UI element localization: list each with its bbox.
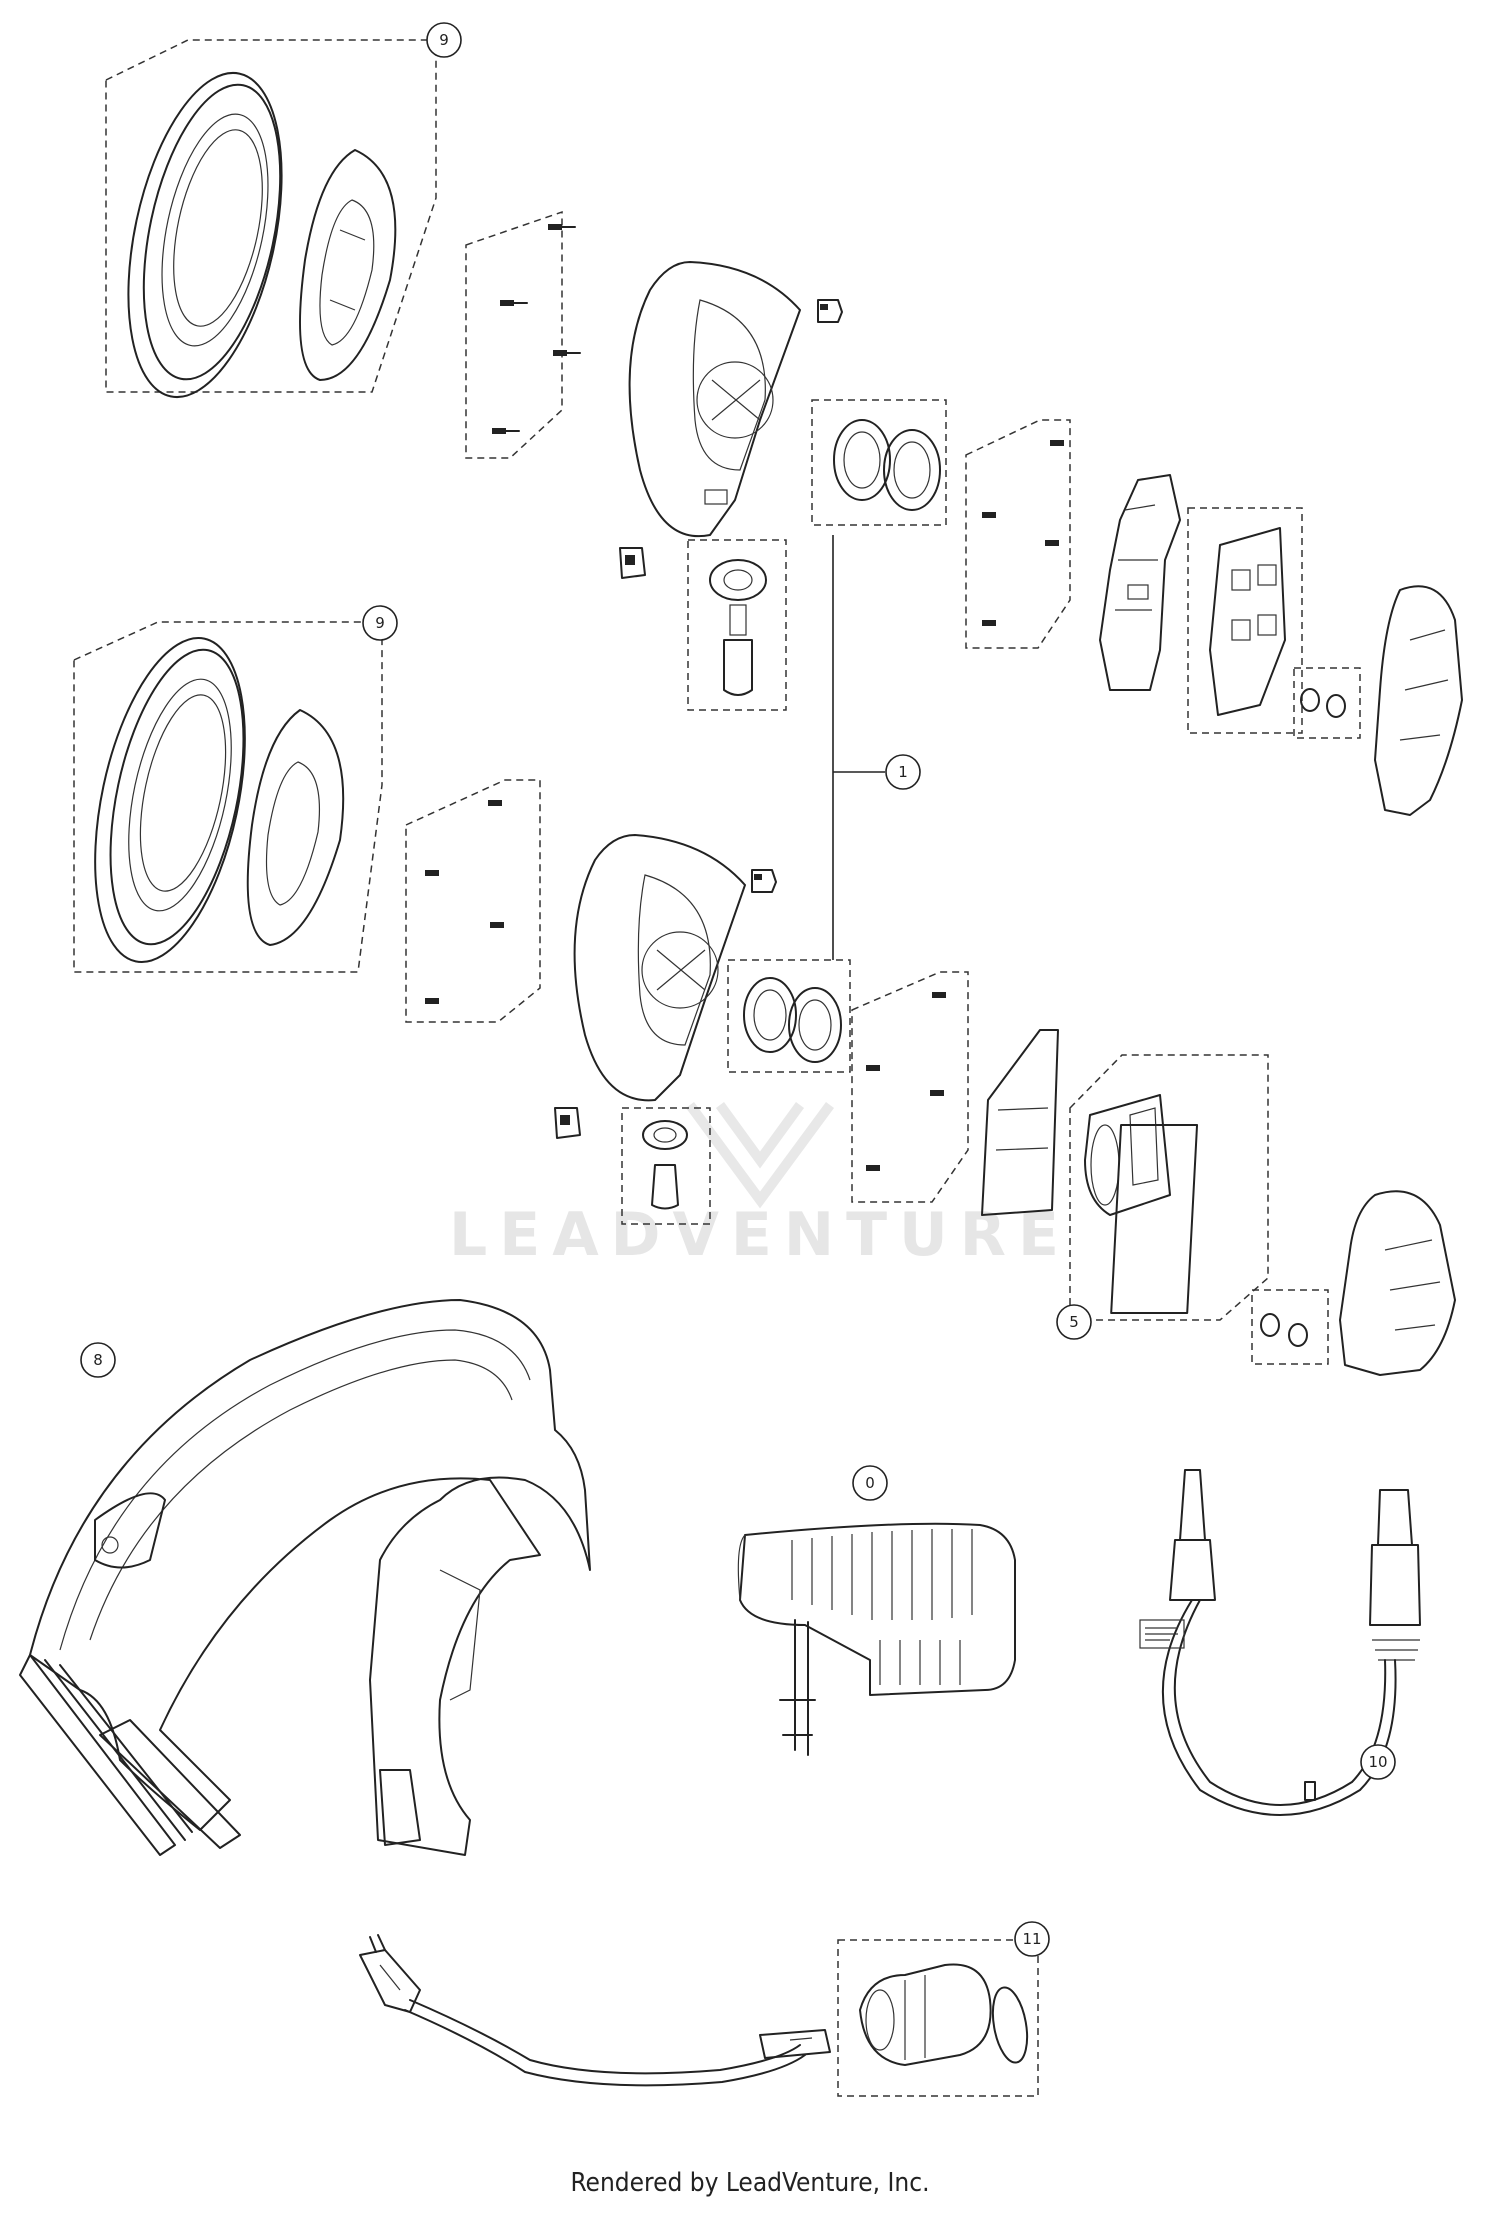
connector-clip-upper-left: [619, 547, 646, 579]
callout-0-label: 0: [865, 1474, 875, 1492]
speaker-set-lower: [727, 959, 851, 1073]
screw-set-upper-right: [965, 419, 1071, 649]
battery-insulator-sheet: [1110, 1124, 1199, 1314]
callout-10-label: 10: [1368, 1753, 1387, 1771]
ear-cushion-kit-lower: 9: [73, 605, 398, 973]
screw-box-lower-right: [851, 971, 969, 1203]
battery-holder-upper: [1187, 507, 1303, 734]
callout-1-label: 1: [898, 763, 908, 781]
battery-box-upper: [1187, 507, 1303, 734]
footer-credit: Rendered by LeadVenture, Inc.: [570, 2168, 930, 2198]
callout-9-lower: [362, 605, 398, 641]
leader-callout-1: 1: [832, 535, 921, 960]
outer-cover-lower: [1339, 1190, 1456, 1376]
speaker-set-upper: [811, 399, 947, 526]
usb-plug-tip: [1377, 1489, 1413, 1546]
callout-8: [80, 1342, 116, 1378]
watermark: LEADVENTURE: [449, 1102, 1071, 1270]
speaker-box-upper: [811, 399, 947, 526]
screw-set-upper: [465, 210, 581, 459]
callout-1: [885, 754, 921, 790]
callout-9-lower-label: 9: [375, 614, 385, 632]
ear-pad-plate-lower: [246, 709, 345, 946]
callout-9-upper: [426, 22, 462, 58]
screw-box-upper: [465, 210, 563, 459]
callout-11-label: 11: [1022, 1930, 1041, 1948]
jack-set-upper: [687, 539, 787, 711]
battery-box-lower: [1069, 1054, 1269, 1321]
mic-windscreen: [859, 1963, 992, 2066]
callout-10: [1360, 1744, 1396, 1780]
connector-clip-lower-left: [554, 1107, 581, 1139]
magnet-set-lower: [1251, 1289, 1329, 1365]
screw-set-lower: [405, 779, 541, 1023]
jack-set-lower: [621, 1107, 711, 1225]
jack-box-upper: [687, 539, 787, 711]
ear-cushion-kit-upper: 9: [105, 22, 462, 399]
battery-pack: [1084, 1094, 1171, 1216]
ear-cushion-upper: [127, 71, 283, 399]
ear-cup-shell-upper: [628, 261, 801, 538]
jack-box-lower: [621, 1107, 711, 1225]
screw-set-lower-right: [851, 971, 969, 1203]
screw-box-lower: [405, 779, 541, 1023]
screw-box-upper-right: [965, 419, 1071, 649]
kit-box-9-upper: [105, 39, 437, 393]
magnet-box-lower: [1251, 1289, 1329, 1365]
kit-box-9-lower: [73, 621, 383, 973]
callout-9-upper-label: 9: [439, 31, 449, 49]
callout-8-label: 8: [93, 1351, 103, 1369]
usb-cable: 10: [1139, 1469, 1421, 1816]
headband: 8: [19, 1299, 591, 1856]
mic-foam-box: [837, 1939, 1039, 2097]
callout-11: [1014, 1921, 1050, 1957]
battery-pack-kit: 5: [1056, 1054, 1269, 1340]
ear-pad-plate-upper: [299, 149, 397, 381]
speaker-box-lower: [727, 959, 851, 1073]
circuit-board-upper: [1099, 474, 1181, 691]
ear-cushion-lower: [94, 636, 246, 964]
connector-clip-lower-right: [751, 869, 777, 893]
cable-label-tag: [1139, 1619, 1185, 1649]
dc-plug-tip: [1179, 1469, 1206, 1541]
outer-cover-upper: [1374, 585, 1463, 816]
circuit-board-lower: [981, 1029, 1059, 1216]
callout-5: [1056, 1304, 1092, 1340]
callout-5-label: 5: [1069, 1313, 1079, 1331]
callout-0: [852, 1465, 888, 1501]
boom-microphone: 11: [359, 1921, 1050, 2097]
connector-clip-upper-right: [817, 299, 843, 323]
mic-o-ring: [991, 1986, 1029, 2064]
magnet-set-upper: [1293, 667, 1361, 739]
ear-cup-shell-lower: [573, 834, 746, 1102]
watermark-text: LEADVENTURE: [449, 1200, 1071, 1270]
power-adapter: 0: [737, 1465, 1016, 1756]
magnet-box-upper: [1293, 667, 1361, 739]
